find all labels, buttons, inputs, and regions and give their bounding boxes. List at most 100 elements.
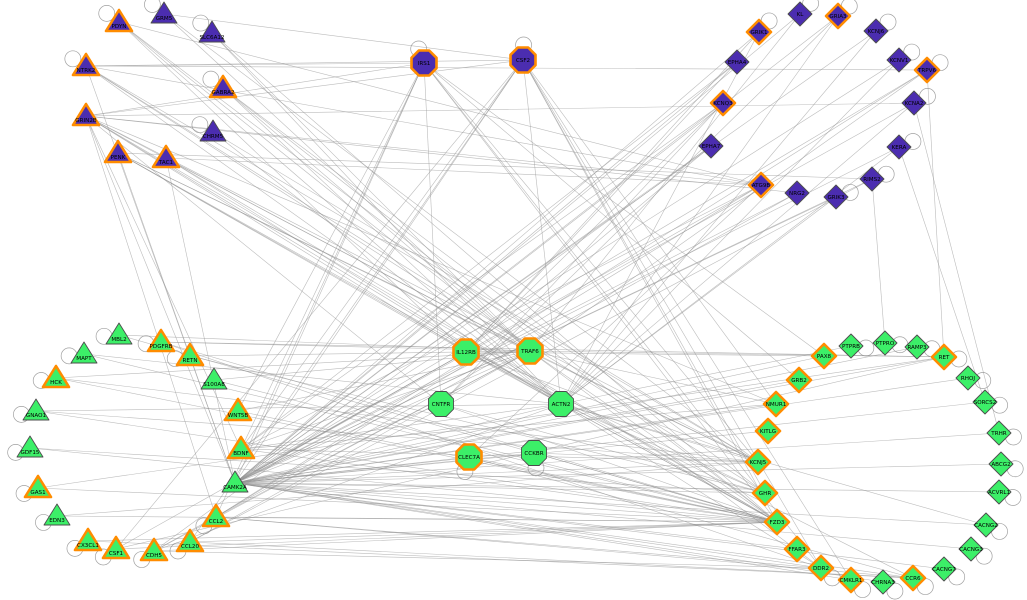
edge-KERA-CAMK2A (234, 146, 900, 484)
node-CCL20[interactable]: CCL20 (175, 528, 205, 553)
diamond-shape-icon (745, 18, 773, 46)
node-IRS1[interactable]: IRS1 (410, 49, 438, 77)
edge-ACTN2-FZD3 (560, 403, 778, 523)
triangle-shape-icon (16, 435, 44, 458)
node-CSF2[interactable]: CSF2 (509, 46, 537, 74)
edge-IRS1-DDR2 (423, 62, 822, 569)
diamond-shape-icon (955, 365, 981, 391)
edge-CAMK2A-ABCG2 (234, 463, 1002, 484)
node-CCL2[interactable]: CCL2 (201, 503, 231, 528)
triangle-shape-icon (198, 20, 226, 43)
edge-NRG2-CAMK2A (234, 192, 798, 484)
node-RET[interactable]: RET (930, 343, 958, 371)
edge-CSF2-NMUR1 (522, 59, 777, 405)
node-HCK[interactable]: HCK (41, 364, 71, 389)
node-CACNG7[interactable]: CACNG7 (931, 556, 957, 582)
node-CCKBR[interactable]: CCKBR (521, 440, 547, 466)
diamond-shape-icon (886, 134, 912, 160)
triangle-shape-icon (73, 527, 103, 552)
node-CNTFR[interactable]: CNTFR (428, 391, 454, 417)
edge-IRS1-CAMK2A (234, 62, 425, 484)
node-CACNG2[interactable]: CACNG2 (973, 512, 999, 538)
node-RIMS2[interactable]: RIMS2 (859, 166, 885, 192)
node-MAPT[interactable]: MAPT (70, 341, 98, 364)
edge-KCNQ3-CNTFR (440, 102, 724, 405)
node-GNAO1[interactable]: GNAO1 (22, 398, 50, 421)
triangle-shape-icon (139, 537, 169, 562)
node-WNT5B[interactable]: WNT5B (223, 397, 253, 422)
node-KITLG[interactable]: KITLG (754, 417, 782, 445)
node-TAC1[interactable]: TAC1 (151, 144, 181, 169)
edge-CAMK2A-DDR2 (234, 482, 822, 569)
node-PTPRO[interactable]: PTPRO (872, 330, 898, 356)
node-CACNG3[interactable]: CACNG3 (958, 536, 984, 562)
node-PENK[interactable]: PENK (103, 139, 133, 164)
edge-GRIK1-ACTN2 (560, 31, 760, 405)
node-TRAF6[interactable]: TRAF6 (516, 337, 544, 365)
edge-KCNV1-ACTN2 (560, 59, 900, 405)
node-RHOJ[interactable]: RHOJ (955, 365, 981, 391)
edge-GRIN2B-CAMK2A (85, 115, 236, 484)
triangle-shape-icon (71, 102, 101, 127)
node-EDN3[interactable]: EDN3 (43, 503, 71, 526)
node-PAX8[interactable]: PAX8 (810, 342, 838, 370)
node-CHRNA3[interactable]: CHRNA3 (870, 569, 896, 595)
node-GRIK1[interactable]: GRIK1 (745, 18, 773, 46)
node-EPHA4[interactable]: EPHA4 (724, 49, 750, 75)
node-KL[interactable]: KL (787, 1, 813, 27)
node-ACTN2[interactable]: ACTN2 (548, 391, 574, 417)
node-NTRK2[interactable]: NTRK2 (71, 52, 101, 77)
node-PTPRB[interactable]: PTPRB (838, 333, 864, 359)
node-NMUR1[interactable]: NMUR1 (762, 390, 790, 418)
edge-CCL20-FZD3 (189, 521, 778, 543)
node-CLEC7A[interactable]: CLEC7A (455, 443, 483, 471)
diamond-shape-icon (709, 89, 737, 117)
edge-GRIN2B-ATG9B (85, 115, 762, 186)
edge-CSF2-CSF1 (115, 59, 524, 550)
node-KCNJ6[interactable]: KCNJ6 (863, 18, 889, 44)
node-IL12RB[interactable]: IL12RB (452, 338, 480, 366)
edge-CAMK2A-KCNJ5 (234, 461, 759, 484)
diamond-shape-icon (744, 448, 772, 476)
node-TRPV6[interactable]: TRPV6 (913, 56, 941, 84)
node-ACVRL1[interactable]: ACVRL1 (986, 479, 1012, 505)
node-KCNA2[interactable]: KCNA2 (901, 90, 927, 116)
node-RAMP3[interactable]: RAMP3 (904, 334, 930, 360)
node-CX3CL1[interactable]: CX3CL1 (73, 527, 103, 552)
node-RETN[interactable]: RETN (175, 342, 205, 367)
node-FFAR3[interactable]: FFAR3 (783, 535, 811, 563)
edge-GRIN2B-FZD3 (85, 115, 778, 523)
node-NRG2[interactable]: NRG2 (784, 180, 810, 206)
nodes-layer: PDYNGRM5SLC6A12NTRK2GABRA2GRIN2BCHRM5PEN… (16, 1, 1014, 595)
edge-CSF2-CAMK2A (234, 59, 524, 484)
diamond-shape-icon (973, 512, 999, 538)
diamond-shape-icon (783, 535, 811, 563)
diamond-shape-icon (787, 1, 813, 27)
edge-GRIA3-CAMK2A (234, 15, 839, 484)
edge-CAMK2A-TRHR (234, 432, 1000, 484)
diamond-shape-icon (958, 536, 984, 562)
edge-CCL2-DDR2 (215, 516, 822, 569)
edge-KCNA2-CAMK2A (234, 102, 915, 484)
edge-GNAO1-KCNJ5 (35, 410, 759, 463)
edge-GABRA2-TRAF6 (222, 87, 531, 352)
edge-CX3CL1-CCR6 (87, 540, 914, 579)
node-CCR6[interactable]: CCR6 (899, 564, 927, 592)
node-MBL2[interactable]: MBL2 (105, 322, 133, 345)
diamond-shape-icon (823, 184, 849, 210)
node-KERA[interactable]: KERA (886, 134, 912, 160)
node-TRHR[interactable]: TRHR (986, 420, 1012, 446)
edge-TRPV6-RET (926, 69, 945, 358)
edge-CDH5-FZD3 (153, 521, 778, 552)
edge-KCNA2-TRHR (913, 102, 1000, 434)
triangle-shape-icon (23, 474, 53, 499)
node-PDGFRB[interactable]: PDGFRB (146, 328, 176, 353)
edge-CAMK2A-CHRNA3 (234, 482, 884, 583)
node-ABCG2[interactable]: ABCG2 (988, 451, 1014, 477)
diamond-shape-icon (810, 342, 838, 370)
edge-PDYN-TRAF6 (118, 21, 531, 352)
edge-PDYN-ATG9B (118, 21, 762, 186)
node-SLC6A12[interactable]: SLC6A12 (198, 20, 226, 43)
node-GRM5[interactable]: GRM5 (150, 1, 178, 24)
